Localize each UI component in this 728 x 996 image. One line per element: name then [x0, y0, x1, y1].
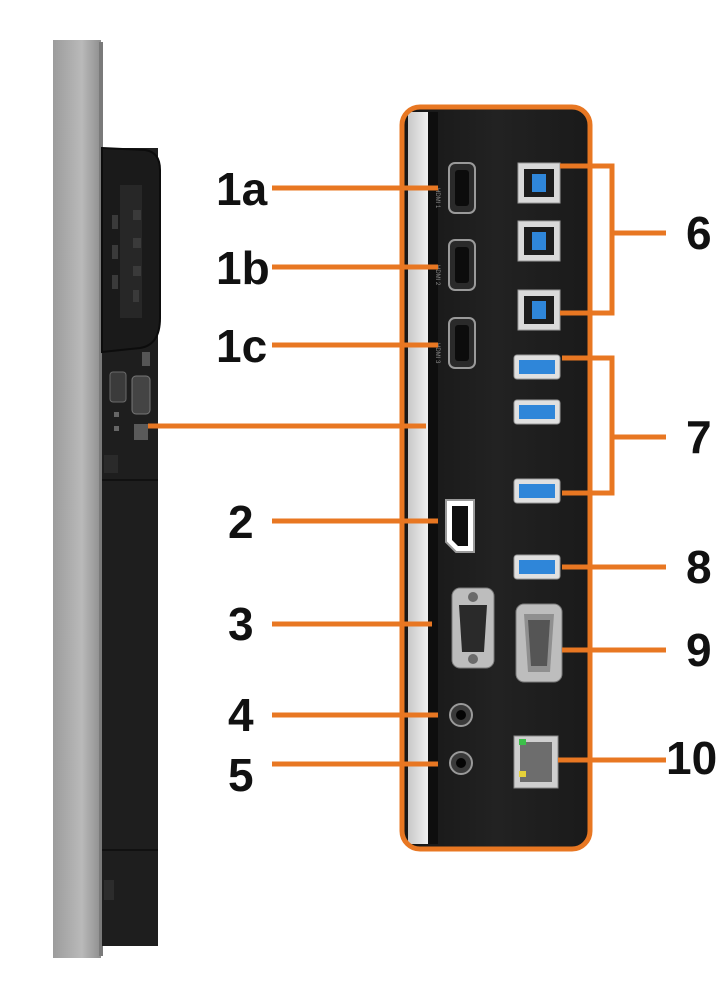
rj45-link-led	[519, 739, 526, 745]
usb-a-port-2	[513, 399, 561, 425]
usb-a-port-3	[513, 478, 561, 504]
rj45-port	[513, 735, 559, 789]
usb-b-port-2	[517, 220, 561, 262]
vga-port	[451, 587, 495, 669]
side-connectors	[104, 352, 151, 473]
usb-a-ports	[513, 354, 561, 580]
audio-in-jack	[449, 751, 473, 775]
callout-label-8: 8	[686, 541, 712, 593]
callout-labels: 1a 1b 1c 2 3 4 5 6 7 8 9 10	[216, 163, 717, 801]
usb-a-charging-port	[513, 554, 561, 580]
callout-label-1c: 1c	[216, 320, 267, 372]
side-port-marks	[112, 210, 141, 302]
callout-label-10: 10	[666, 732, 717, 784]
callout-label-4: 4	[228, 689, 254, 741]
hdmi-ports: HDMI 1 HDMI 2 HDMI 3	[434, 162, 476, 369]
usb-b-port-3	[517, 289, 561, 331]
panel-shadow	[428, 112, 438, 844]
hdmi-2-port: HDMI 2	[434, 239, 476, 291]
callout-label-9: 9	[686, 624, 712, 676]
callout-graphics	[148, 104, 666, 852]
hdmi-1-marking: HDMI 1	[434, 188, 440, 209]
rj45-activity-led	[519, 771, 526, 777]
displayport-port	[445, 499, 475, 553]
usb-a-port-1	[513, 354, 561, 380]
hdmi-1-port: HDMI 1	[434, 162, 476, 214]
usb-b-ports	[517, 162, 561, 331]
bezel-edge	[99, 42, 103, 956]
hdmi-3-marking: HDMI 3	[434, 343, 440, 364]
port-panel-edge-strip	[408, 112, 428, 844]
hdmi-3-port: HDMI 3	[434, 317, 476, 369]
monitor-side-profile	[53, 40, 161, 958]
usb-b-port-1	[517, 162, 561, 204]
hdmi-2-marking: HDMI 2	[434, 265, 440, 286]
callout-label-5: 5	[228, 749, 254, 801]
audio-out-jack	[449, 703, 473, 727]
bracket-7	[562, 355, 615, 496]
rs232-port	[515, 603, 563, 683]
callout-label-3: 3	[228, 598, 254, 650]
callout-label-1a: 1a	[216, 163, 268, 215]
callout-label-7: 7	[686, 411, 712, 463]
port-panel-highlight-frame	[399, 104, 593, 852]
callout-label-2: 2	[228, 496, 254, 548]
monitor-bezel	[53, 40, 101, 958]
callout-label-1b: 1b	[216, 242, 270, 294]
bottom-clip	[104, 880, 114, 900]
port-panel: HDMI 1 HDMI 2 HDMI 3	[402, 107, 590, 849]
bracket-6	[560, 163, 615, 316]
callout-label-6: 6	[686, 207, 712, 259]
